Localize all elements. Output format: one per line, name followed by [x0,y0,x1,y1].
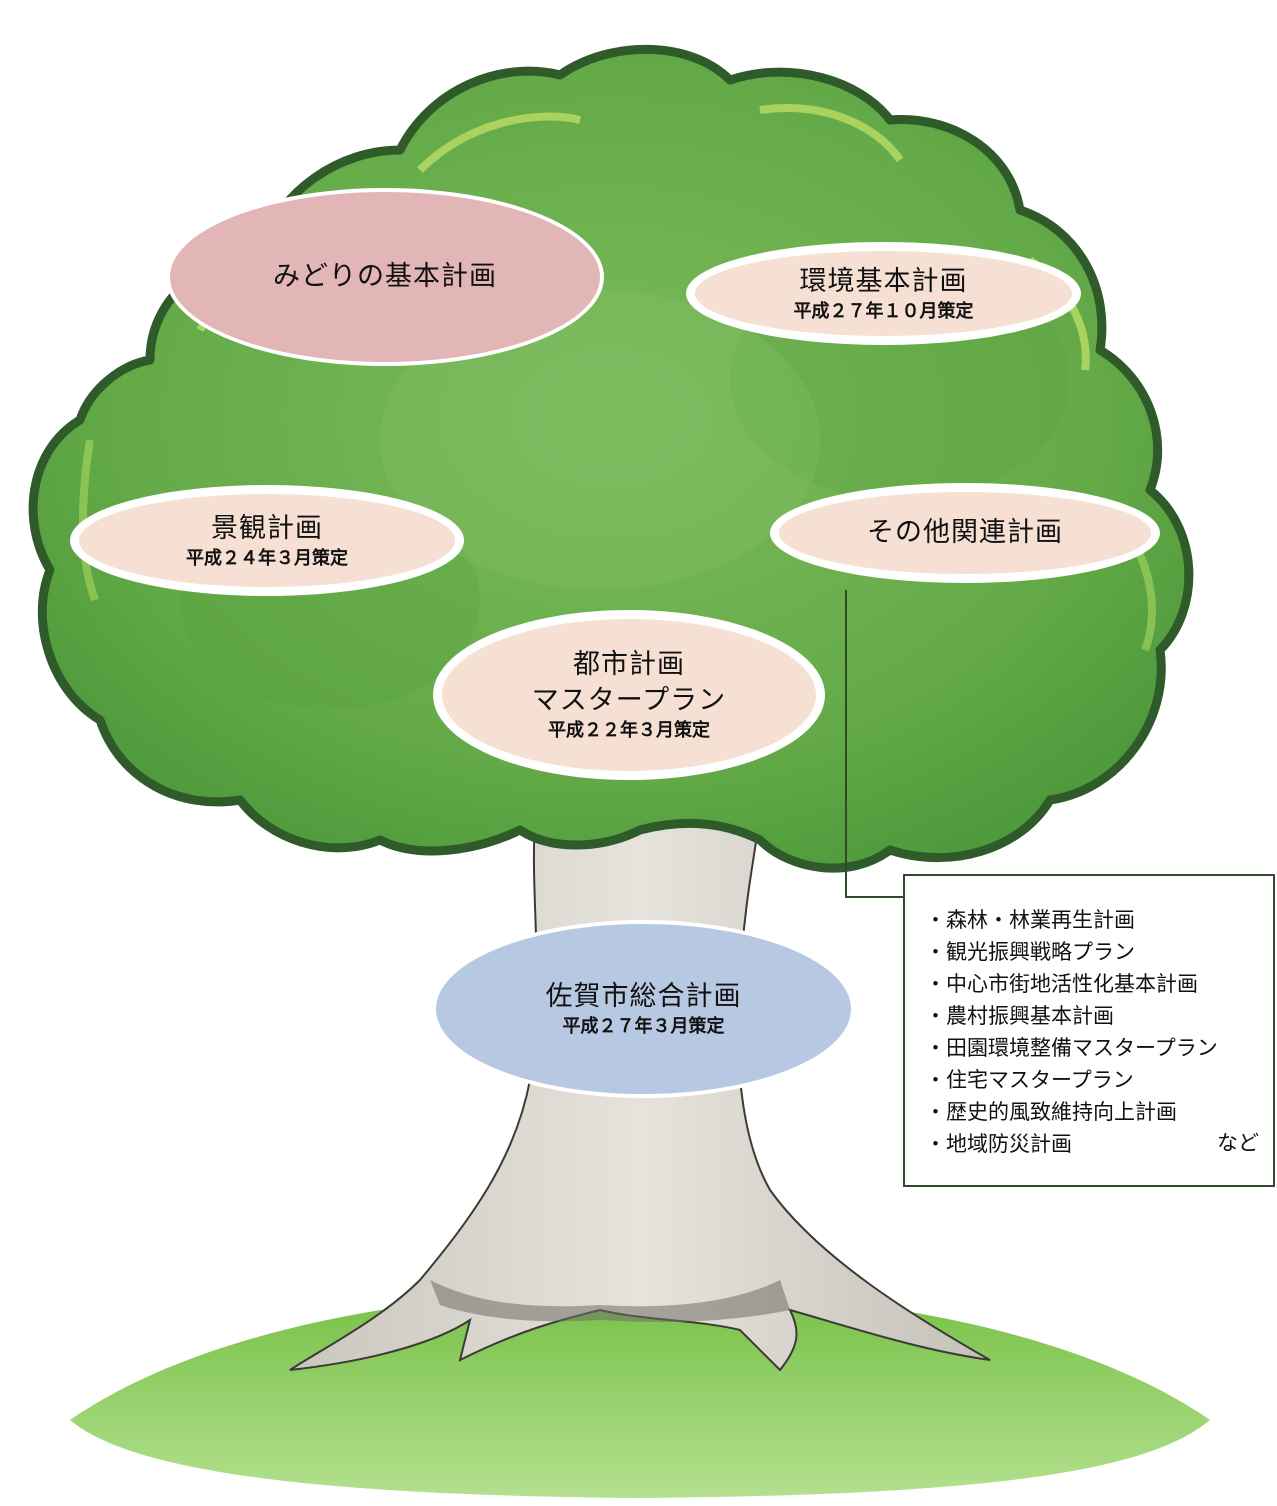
related-plan-item: ・森林・林業再生計画 [925,908,1135,932]
landscape-plan-date: 平成２４年３月策定 [186,547,348,569]
environment-plan-title: 環境基本計画 [799,265,968,297]
environment-plan-date: 平成２７年１０月策定 [793,300,974,322]
other-plans-node: その他関連計画 [770,483,1160,583]
urban-master-plan-title-line2: マスタープラン [531,685,727,716]
environment-plan-node: 環境基本計画 平成２７年１０月策定 [686,242,1081,345]
connector-line [845,590,903,898]
related-plan-item: ・地域防災計画 [925,1132,1072,1156]
related-plan-item: ・田園環境整備マスタープラン [925,1036,1218,1060]
related-plan-item: ・住宅マスタープラン [925,1068,1134,1092]
midori-plan-title: みどりの基本計画 [273,261,497,292]
related-plans-etc: など [1217,1131,1259,1155]
comprehensive-plan-title: 佐賀市総合計画 [545,981,742,1012]
landscape-plan-title: 景観計画 [211,512,323,544]
comprehensive-plan-date: 平成２７年３月策定 [562,1016,725,1037]
midori-plan-node: みどりの基本計画 [166,188,604,366]
root-shadow [430,1280,790,1322]
related-plan-item: ・観光振興戦略プラン [925,940,1135,964]
urban-master-plan-node: 都市計画 マスタープラン 平成２２年３月策定 [433,610,825,780]
urban-master-plan-title-line1: 都市計画 [573,649,685,680]
related-plan-item: ・中心市街地活性化基本計画 [925,972,1198,996]
comprehensive-plan-node: 佐賀市総合計画 平成２７年３月策定 [432,920,855,1098]
landscape-plan-node: 景観計画 平成２４年３月策定 [70,485,464,596]
urban-master-plan-date: 平成２２年３月策定 [548,720,710,741]
other-plans-title: その他関連計画 [867,517,1063,548]
related-plan-item: ・農村振興基本計画 [925,1004,1114,1028]
related-plan-item: ・歴史的風致維持向上計画 [925,1100,1177,1124]
related-plans-box: ・森林・林業再生計画 ・観光振興戦略プラン ・中心市街地活性化基本計画 ・農村振… [903,874,1275,1187]
